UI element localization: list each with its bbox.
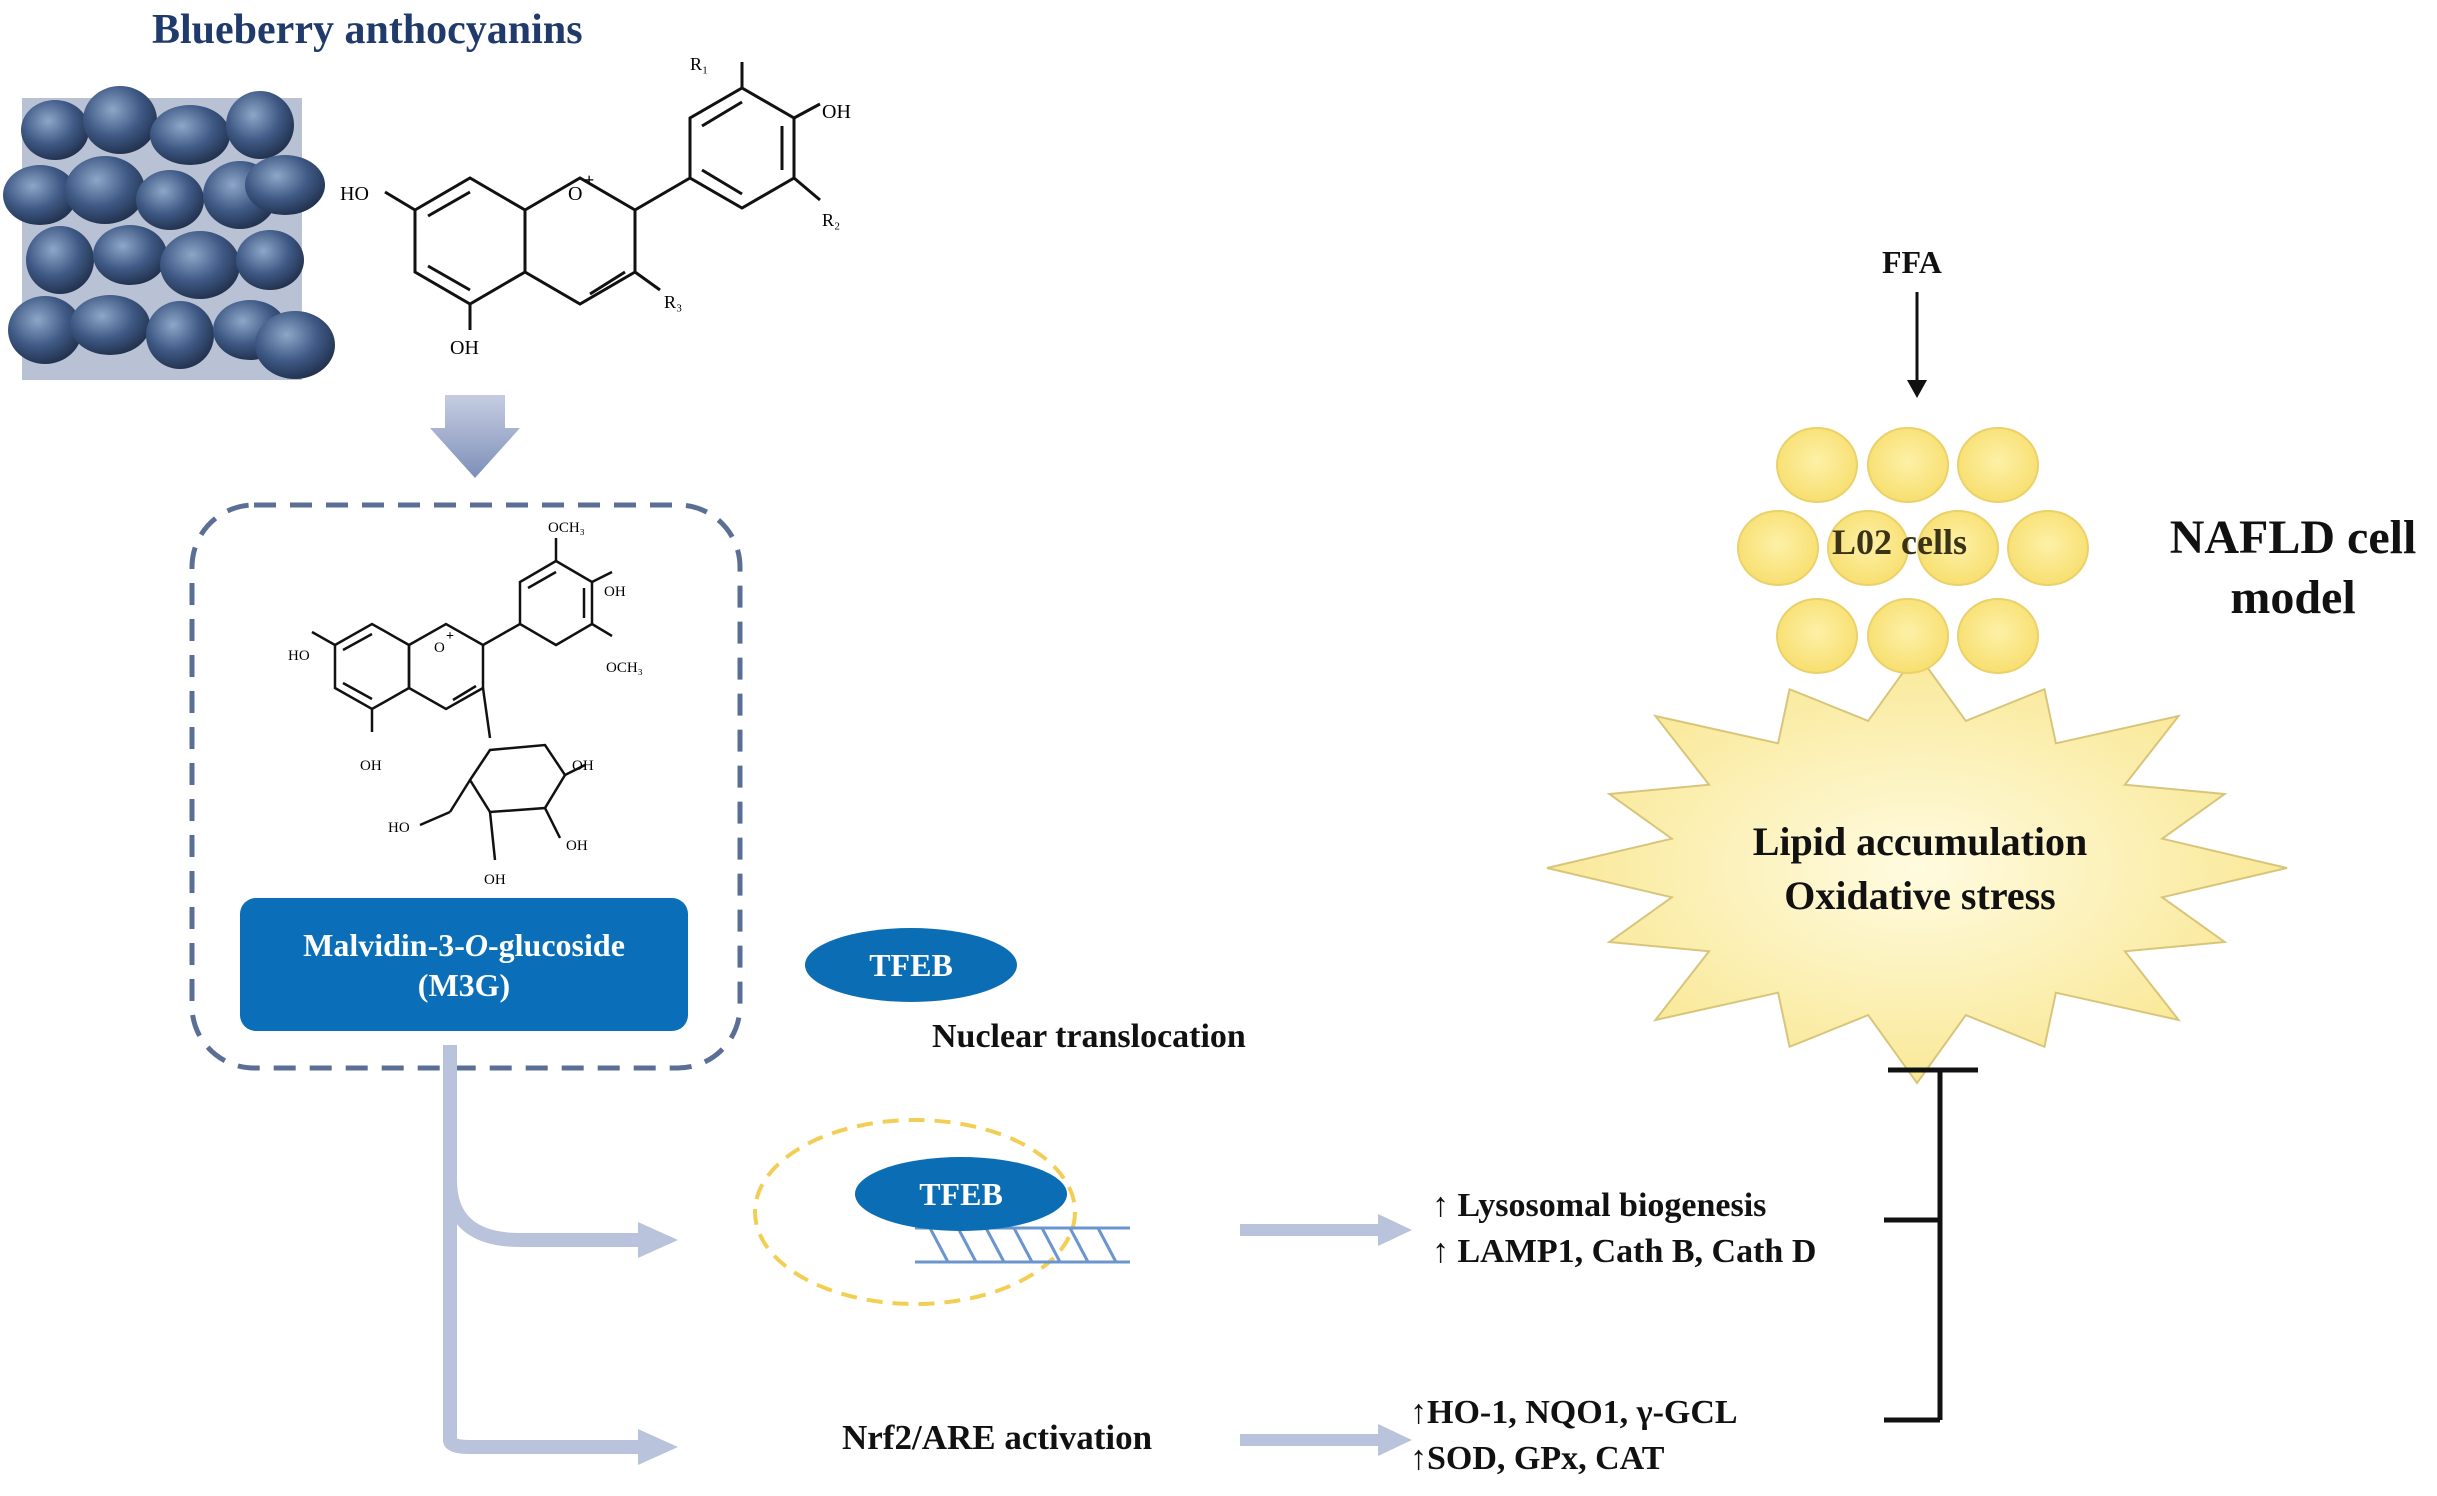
ffa-label: FFA — [1882, 244, 1942, 280]
ho1-nqo1-text: ↑HO-1, NQO1, γ-GCL — [1410, 1394, 1738, 1431]
outcome-arrows — [1240, 1214, 1412, 1456]
tfeb-nuclear-ellipse: TFEB — [855, 1157, 1067, 1231]
branch-arrows — [443, 1045, 640, 1454]
m3g-label-line1: Malvidin-3-O-glucoside — [303, 925, 625, 965]
blueberry — [8, 296, 82, 364]
blueberry — [70, 295, 150, 355]
blueberry — [65, 156, 145, 224]
nafld-model-line1: NAFLD cell — [2169, 511, 2417, 564]
sugar-oh-label-3: OH — [484, 872, 506, 888]
blueberry — [3, 165, 77, 225]
m3g-name-part1: Malvidin-3- — [303, 926, 465, 963]
blueberry — [83, 86, 157, 154]
lysosomal-biogenesis-text: ↑ Lysosomal biogenesis — [1432, 1187, 1767, 1224]
m3g-abbreviation: (M3G) — [417, 966, 511, 1003]
blueberry — [150, 105, 230, 165]
l02-cell — [1737, 510, 1819, 586]
l02-cell — [1917, 510, 1999, 586]
m3g-oh-bottom-label: OH — [360, 758, 382, 774]
l02-cell — [1827, 510, 1909, 586]
arrow-head-tfeb-branch — [638, 1222, 678, 1258]
r3-label: R₃ — [664, 292, 682, 312]
stress-burst — [1546, 651, 2288, 1085]
blueberry — [255, 311, 335, 379]
och3-top-label: OCH₃ — [548, 520, 585, 536]
diagram-title: Blueberry anthocyanins — [152, 7, 583, 53]
blueberry — [93, 225, 167, 285]
down-arrow — [430, 395, 520, 478]
oxonium-label: O — [568, 183, 582, 205]
l02-cell — [1957, 427, 2039, 503]
oxidative-stress-text: Oxidative stress — [1784, 873, 2056, 918]
nrf2-activation-label: Nrf2/ARE activation — [842, 1418, 1153, 1457]
dna-ladder-icon — [915, 1226, 1130, 1264]
m3g-structure — [311, 538, 613, 861]
ffa-arrow-head — [1907, 380, 1927, 398]
m3g-plus-charge: + — [446, 629, 454, 644]
blueberry — [21, 100, 89, 160]
nafld-model-line2: model — [2230, 571, 2356, 624]
blueberry-photo — [3, 86, 335, 380]
antioxidant-outcomes: ↑HO-1, NQO1, γ-GCL ↑SOD, GPx, CAT — [1410, 1390, 1738, 1482]
r1-label: R₁ — [690, 54, 708, 74]
blueberry — [146, 301, 214, 369]
nafld-model-label: NAFLD cell model — [2148, 508, 2437, 628]
oh-label-bottom: OH — [450, 337, 479, 359]
plus-charge: + — [584, 170, 594, 190]
m3g-oh-ring-label: OH — [604, 584, 626, 600]
blueberry — [160, 231, 240, 299]
l02-cells-label: L02 cells — [1832, 522, 1967, 562]
m3g-dashed-box — [189, 502, 743, 1071]
ho-label-left: HO — [340, 183, 369, 205]
sugar-oh-label-1: OH — [572, 758, 594, 774]
blueberry — [245, 155, 325, 215]
blueberry — [236, 230, 304, 290]
sod-gpx-cat-text: ↑SOD, GPx, CAT — [1410, 1440, 1665, 1478]
l02-cell — [1867, 598, 1949, 674]
sugar-ho-label: HO — [388, 820, 410, 836]
stress-text: Lipid accumulation Oxidative stress — [1660, 815, 2180, 923]
l02-cell — [1957, 598, 2039, 674]
l02-cell — [1776, 598, 1858, 674]
l02-cell-cluster — [1737, 427, 2089, 674]
l02-cell — [2007, 510, 2089, 586]
m3g-label-box: Malvidin-3-O-glucoside (M3G) — [240, 898, 688, 1031]
lamp1-cath-text: ↑ LAMP1, Cath B, Cath D — [1432, 1233, 1817, 1271]
sugar-oh-label-2: OH — [566, 838, 588, 854]
blueberry — [226, 91, 294, 159]
l02-cell — [1776, 427, 1858, 503]
r2-label: R₂ — [822, 210, 840, 230]
och3-right-label: OCH₃ — [606, 660, 643, 676]
inhibition-bracket — [1884, 1067, 1978, 1423]
nucleus-ellipse — [753, 1118, 1077, 1306]
blueberry — [26, 226, 94, 294]
lipid-accumulation-text: Lipid accumulation — [1752, 819, 2088, 864]
m3g-ho-left-label: HO — [288, 648, 310, 664]
l02-cell — [1867, 427, 1949, 503]
nuclear-translocation-label: Nuclear translocation — [932, 1018, 1246, 1055]
m3g-name-italic: O — [464, 926, 488, 963]
m3g-oxonium-label: O — [434, 640, 445, 656]
lysosomal-outcomes: ↑ Lysosomal biogenesis ↑ LAMP1, Cath B, … — [1432, 1183, 1816, 1275]
tfeb-cytoplasm-ellipse: TFEB — [805, 928, 1017, 1002]
anthocyanin-structure — [384, 62, 821, 330]
arrow-head-nrf2-branch — [638, 1429, 678, 1465]
blueberry — [136, 170, 204, 230]
m3g-name-part2: -glucoside — [488, 926, 625, 963]
oh-label-right: OH — [822, 101, 851, 123]
